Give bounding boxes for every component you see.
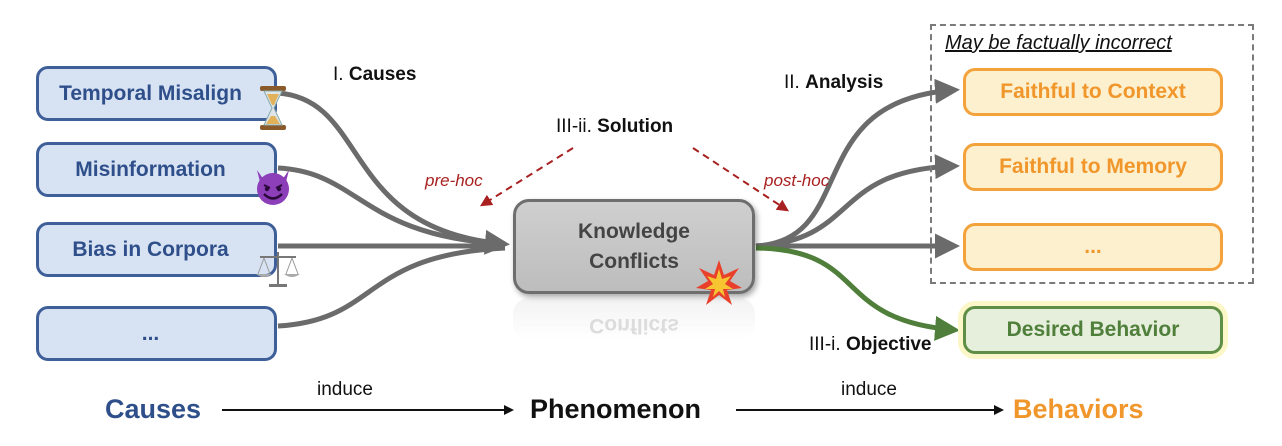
incorrect-region (930, 24, 1254, 284)
reflection-text: Conflicts (589, 314, 679, 337)
cause-bias-in-corpora: Bias in Corpora (36, 222, 277, 277)
cause-misinformation: Misinformation (36, 142, 277, 197)
curve-etc (277, 245, 506, 329)
behavior-etc: ... (963, 223, 1223, 271)
curve-misinfo (277, 165, 506, 247)
knowledge-conflicts-box: Knowledge Conflicts (513, 199, 755, 294)
center-line-2: Conflicts (589, 249, 679, 273)
curve-temporal (277, 90, 510, 255)
curve-memory (755, 154, 960, 249)
arrow-post-hoc (692, 147, 790, 212)
solution-prefix: III-ii. (556, 116, 592, 137)
factually-incorrect-note: May be factually incorrect (945, 32, 1172, 54)
objective-bold: Objective (845, 334, 932, 355)
pre-hoc-label: pre-hoc (425, 171, 483, 190)
post-hoc-label: post-hoc (764, 171, 830, 190)
causes-heading-prefix: I. (333, 64, 344, 85)
hourglass-icon (258, 85, 288, 131)
flow-behaviors: Behaviors (1013, 394, 1144, 424)
arrow-pre-hoc (479, 147, 574, 207)
flow-causes: Causes (105, 394, 202, 424)
objective-prefix: III-i. (809, 334, 841, 355)
desired-behavior-box: Desired Behavior (963, 306, 1223, 354)
behavior-faithful-context: Faithful to Context (963, 68, 1223, 116)
flow-induce-right: induce (841, 379, 897, 400)
causes-heading-bold: Causes (348, 64, 417, 85)
cause-temporal-misalign: Temporal Misalign (36, 66, 277, 121)
solution-heading: III-ii. Solution (556, 116, 673, 138)
solution-bold: Solution (597, 116, 674, 137)
analysis-prefix: II. (784, 72, 800, 93)
devil-face-icon (252, 166, 294, 206)
center-line-1: Knowledge (577, 219, 690, 243)
causes-heading: I. Causes (333, 64, 416, 86)
analysis-heading: II. Analysis (784, 72, 883, 94)
analysis-bold: Analysis (805, 72, 884, 93)
flow-induce-left: induce (317, 379, 373, 400)
curve-context (755, 78, 960, 249)
scales-icon (254, 248, 302, 290)
behavior-faithful-memory: Faithful to Memory (963, 143, 1223, 191)
flow-phenomenon: Phenomenon (530, 394, 702, 424)
cause-etc: ... (36, 306, 277, 361)
curve-desired (755, 245, 960, 341)
objective-heading: III-i. Objective (809, 334, 932, 356)
collision-icon (694, 258, 744, 308)
